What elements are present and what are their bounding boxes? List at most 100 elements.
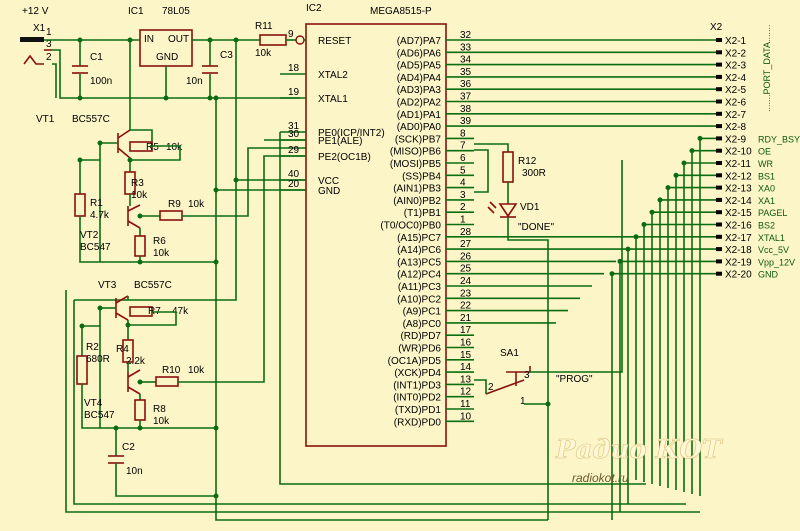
mcu-pin-num: 29 (288, 145, 300, 156)
r6-value: 10k (153, 248, 170, 259)
r8-resistor (134, 399, 146, 421)
vt1-transistor-icon (117, 129, 131, 159)
mcu-pin-name: (MOSI)PB5 (390, 159, 442, 170)
mcu-pin-num: 24 (460, 276, 472, 287)
junction-dot (657, 197, 663, 203)
c1-value: 100n (90, 76, 112, 87)
r11-ref: R11 (255, 21, 273, 32)
r1-value: 4.7k (90, 210, 110, 221)
mcu-pin-num: 33 (460, 42, 472, 53)
mcu-pin-num: 28 (460, 227, 472, 238)
junction-dot (127, 157, 133, 163)
x2-pin: X2-18 (716, 245, 752, 256)
ic1-ref: IC1 (128, 6, 144, 17)
junction-dot (97, 305, 103, 311)
mcu-pin-name: (OC1A)PD5 (388, 356, 442, 367)
mcu-pin-num: 36 (460, 79, 472, 90)
x2-pin-marker (716, 99, 722, 104)
x2-signal-name: XA1 (758, 196, 775, 206)
c2-ref: C2 (122, 442, 135, 453)
x2-pin-label: X2-4 (725, 73, 747, 84)
x2-pin-marker (716, 234, 722, 239)
junction-dot (213, 425, 219, 431)
x2-pin-label: X2-1 (725, 36, 747, 47)
junction-dot (137, 425, 143, 431)
sa1-pin-1: 1 (520, 396, 526, 407)
x2-pin: X2-1 (716, 36, 747, 47)
led-section: R12 300R VD1 "DONE" SA1 "PROG" 2 3 1 (474, 143, 623, 520)
x2-pin-label: X2-18 (725, 245, 752, 256)
port-data-label: .......PORT_DATA....... (762, 24, 772, 112)
r10-ref: R10 (162, 365, 181, 376)
vt2-type: BC547 (80, 242, 111, 253)
mcu-pin-num: 34 (460, 55, 472, 66)
r1-resistor (74, 193, 86, 217)
x2-pin-marker (716, 259, 722, 264)
mcu-pin-name: (SCK)PB7 (395, 134, 442, 145)
x2-pin-marker (716, 185, 722, 190)
sa1-ref: SA1 (500, 348, 519, 359)
mcu-pin-num: 26 (460, 251, 472, 262)
x2-pin-marker (716, 222, 722, 227)
mcu-pin-name: (A15)PC7 (397, 233, 441, 244)
c3-ref: C3 (220, 50, 233, 61)
x2-pin: X2-13 (716, 184, 752, 195)
vt2-ref: VT2 (80, 230, 99, 241)
vt3-type: BC557C (134, 280, 172, 291)
mcu-pin-num: 39 (460, 116, 472, 127)
junction-dot (97, 140, 103, 146)
r6-resistor (134, 235, 146, 257)
sa1-pin-3: 3 (524, 370, 530, 381)
r4-ref: R4 (116, 344, 129, 355)
junction-dot (213, 187, 219, 193)
junction-dot (213, 95, 219, 101)
watermark-url: radiokot.ru (572, 471, 629, 485)
r8-ref: R8 (153, 404, 166, 415)
junction-dot (77, 157, 83, 163)
junction-dot (697, 135, 703, 141)
mcu-pin-num: 19 (288, 87, 300, 98)
sa1-pin-2: 2 (488, 382, 494, 393)
x2-pin-label: X2-20 (725, 270, 752, 281)
x2-pin-label: X2-9 (725, 134, 747, 145)
mcu-ic2: IC2 MEGA8515-P 9RESET18XTAL219XTAL131PE0… (264, 3, 646, 485)
x2-pin: X2-6 (716, 98, 747, 109)
x2-pin: X2-2 (716, 48, 747, 59)
x2-pin-label: X2-3 (725, 61, 747, 72)
mcu-pin-name: (A14)PC6 (397, 245, 441, 256)
x2-signal-name: OE (758, 147, 771, 157)
mcu-pin-name: (T0/OC0)PB0 (380, 221, 441, 232)
c1-ref: C1 (90, 52, 103, 63)
mcu-pin-num: 6 (460, 153, 466, 164)
x2-pin: X2-12 (716, 171, 752, 182)
x2-pin: X2-17 (716, 233, 752, 244)
x2-signal-name: BS1 (758, 171, 775, 181)
x2-pin-marker (716, 124, 722, 129)
mcu-pin-name: RESET (318, 36, 351, 47)
x2-pin: X2-5 (716, 85, 747, 96)
r2-ref: R2 (86, 342, 99, 353)
x2-signal-name: BS2 (758, 221, 775, 231)
x2-pin-list: X2-1X2-2X2-3X2-4X2-5X2-6X2-7X2-8X2-9X2-1… (474, 36, 752, 520)
junction-dot (213, 259, 219, 265)
x1-pin-1: 1 (46, 27, 52, 38)
vt4-transistor-icon (127, 369, 141, 395)
x2-pin-label: X2-17 (725, 233, 752, 244)
mcu-pin-name: (INT0)PD2 (393, 393, 441, 404)
supply-label: +12 V (22, 6, 49, 17)
r9-resistor (159, 210, 183, 221)
mcu-pin-name: (A9)PC1 (403, 307, 442, 318)
mcu-pin-name: (AD5)PA5 (397, 61, 442, 72)
mcu-pin-name: (A11)PC3 (398, 282, 442, 293)
mcu-pin-num: 1 (460, 215, 466, 226)
junction-dot (689, 148, 695, 154)
mcu-pin-num: 4 (460, 178, 466, 189)
mcu-pin-name: PE1(ALE) (318, 136, 362, 147)
x2-pin: X2-9 (716, 134, 747, 145)
x2-pin-label: X2-6 (725, 98, 747, 109)
x2-pin: X2-20 (716, 270, 752, 281)
r10-resistor (155, 376, 179, 387)
x2-signal-name: XTAL1 (758, 233, 785, 243)
mcu-pin-num: 20 (288, 179, 300, 190)
